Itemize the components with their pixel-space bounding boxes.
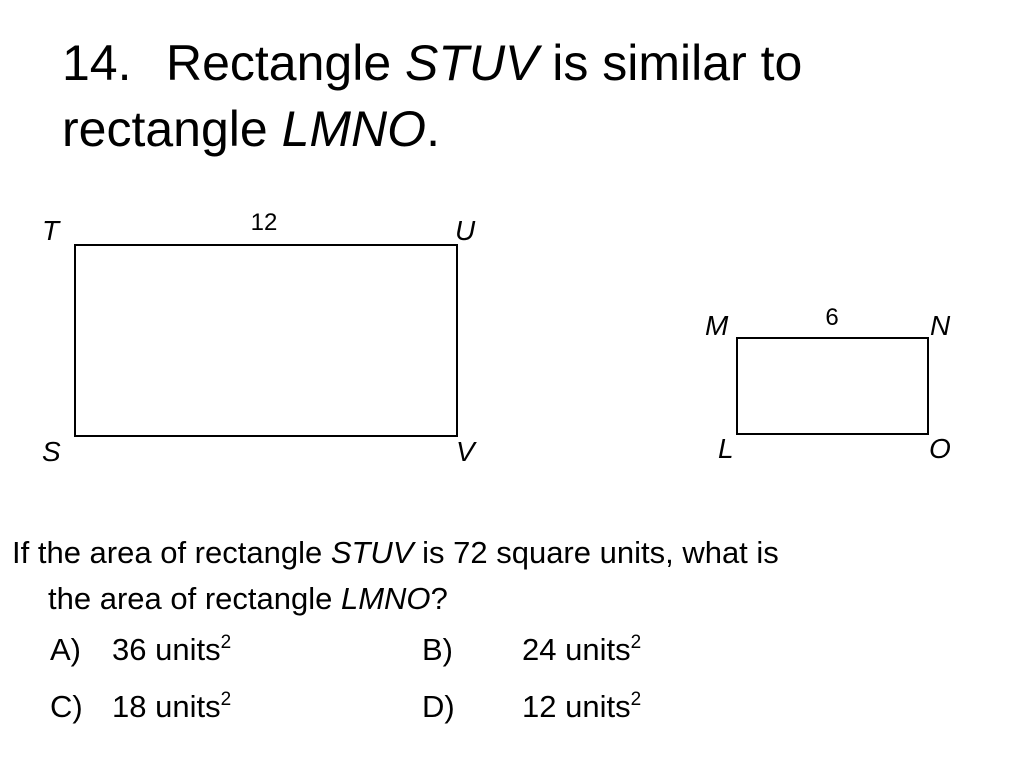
- title-text: Rectangle: [166, 35, 406, 91]
- choice-letter: C): [50, 689, 83, 724]
- question-text: If the area of rectangle STUV is 72 squa…: [12, 530, 1012, 622]
- choice-a[interactable]: A) 36 units2: [50, 632, 231, 668]
- question-part4: ?: [430, 581, 448, 616]
- choice-exponent: 2: [630, 689, 642, 710]
- choice-exponent: 2: [220, 689, 232, 710]
- vertex-t: T: [42, 215, 61, 246]
- title-rect-b: LMNO: [281, 101, 427, 157]
- question-rect-b: LMNO: [340, 581, 431, 616]
- choice-exponent: 2: [220, 632, 232, 653]
- vertex-v: V: [456, 436, 477, 467]
- vertex-u: U: [455, 215, 476, 246]
- vertex-o: O: [929, 433, 951, 464]
- choice-c[interactable]: C) 18 units2: [50, 689, 231, 725]
- title-text-line2: rectangle: [62, 101, 282, 157]
- choice-value: 24 units: [522, 632, 631, 667]
- rectangle-lmno: [736, 337, 929, 435]
- problem-number: 14.: [62, 35, 132, 91]
- vertex-l: L: [718, 433, 734, 464]
- side-label-tu: 12: [251, 209, 278, 236]
- choice-b[interactable]: B) 24 units2: [422, 632, 641, 668]
- title-text-end: .: [426, 101, 440, 157]
- choice-value: 18 units: [112, 689, 221, 724]
- vertex-n: N: [930, 310, 951, 341]
- rectangles-figure: T U S V 12 M N L O 6: [42, 209, 951, 467]
- choice-letter: B): [422, 632, 453, 667]
- question-rect-a: STUV: [330, 535, 414, 570]
- question-part3: the area of rectangle: [48, 581, 341, 616]
- choice-exponent: 2: [630, 632, 642, 653]
- side-label-mn: 6: [825, 304, 838, 331]
- problem-title: 14. Rectangle STUV is similar to rectangl…: [62, 30, 802, 162]
- choice-letter: D): [422, 689, 455, 724]
- title-text-mid: is similar to: [538, 35, 803, 91]
- title-rect-a: STUV: [405, 35, 539, 91]
- question-part2: is 72 square units, what is: [413, 535, 779, 570]
- choice-d[interactable]: D) 12 units2: [422, 689, 641, 725]
- question-part1: If the area of rectangle: [12, 535, 331, 570]
- rectangle-stuv: [74, 244, 458, 437]
- vertex-s: S: [42, 436, 61, 467]
- choice-value: 12 units: [522, 689, 631, 724]
- choice-letter: A): [50, 632, 81, 667]
- vertex-m: M: [705, 310, 729, 341]
- choice-value: 36 units: [112, 632, 221, 667]
